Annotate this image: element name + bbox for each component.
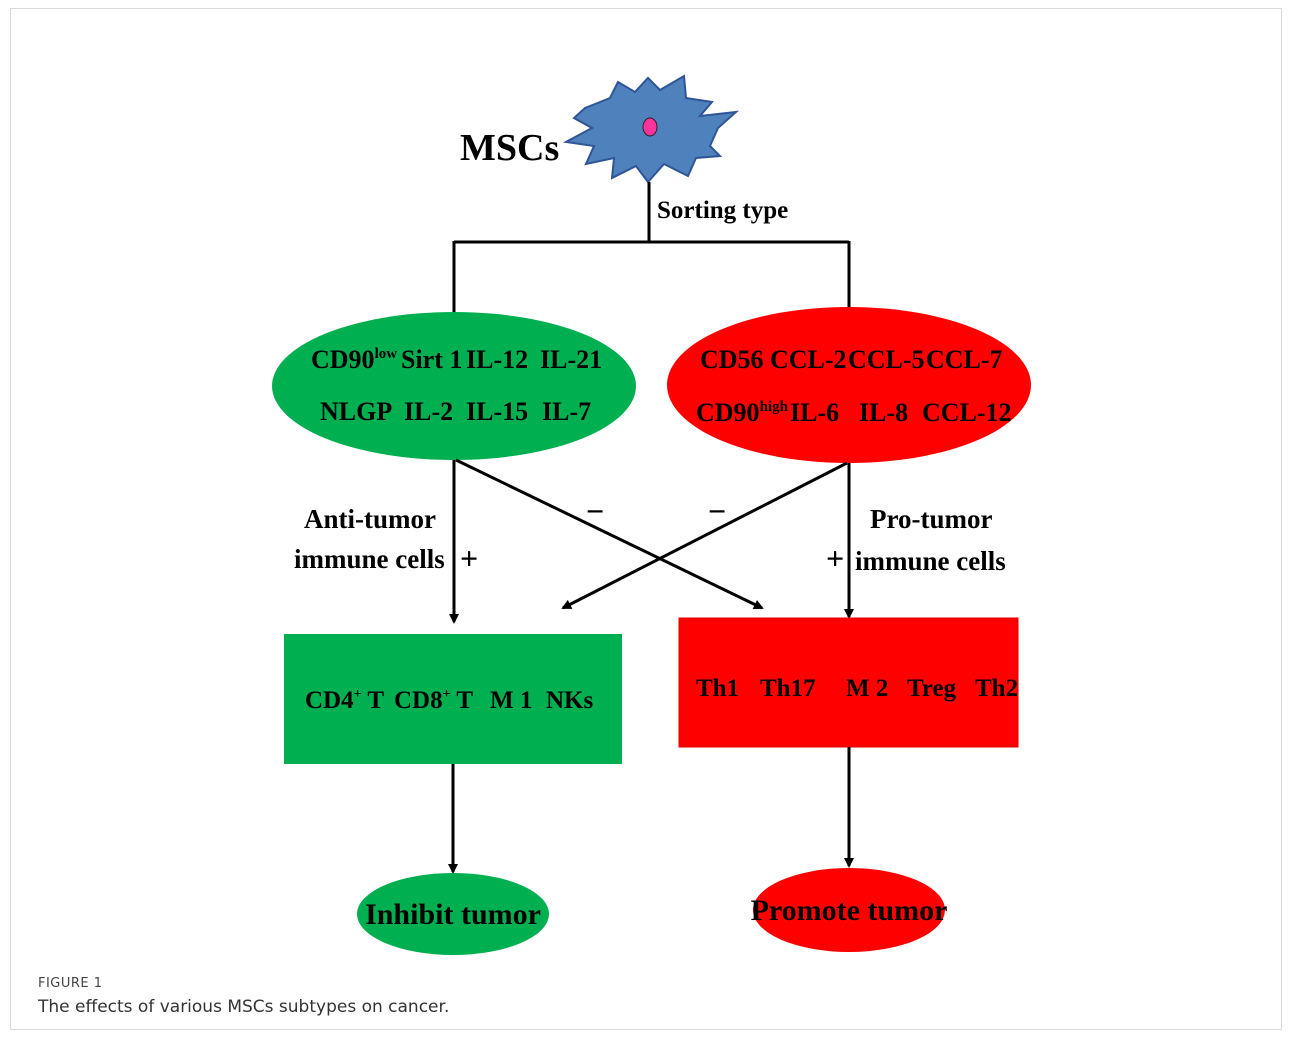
figure-caption: FIGURE 1 The effects of various MSCs sub… xyxy=(38,976,1238,1017)
marker-sirt1: Sirt 1 xyxy=(401,345,462,374)
marker-il2: IL-2 xyxy=(404,397,453,426)
minus-sign-right: − xyxy=(708,493,726,529)
marker-il15: IL-15 xyxy=(466,397,528,426)
marker-cd90-low: CD90low xyxy=(311,345,397,374)
sorting-type-label: Sorting type xyxy=(657,197,788,224)
marker-cd56: CD56 xyxy=(700,345,764,374)
marker-cd90-high: CD90high xyxy=(696,398,789,427)
marker-ccl5: CCL-5 xyxy=(848,345,925,374)
green-box xyxy=(284,634,622,764)
msc-title: MSCs xyxy=(460,127,559,169)
marker-il7: IL-7 xyxy=(542,397,591,426)
cell-th2: Th2 xyxy=(975,675,1018,702)
anti-tumor-label-line2: immune cells xyxy=(294,544,445,574)
red-box-cells: Th1 Th17 M 2 Treg Th2 xyxy=(696,675,1018,702)
marker-ccl12: CCL-12 xyxy=(922,398,1012,427)
cell-nks: NKs xyxy=(546,687,594,714)
marker-il6: IL-6 xyxy=(790,398,839,427)
plus-sign-left: + xyxy=(460,540,478,576)
cell-m2: M 2 xyxy=(846,675,888,702)
marker-nlgp: NLGP xyxy=(320,397,392,426)
cell-cd4-t: CD4+ T xyxy=(305,687,384,714)
anti-tumor-label-line1: Anti-tumor xyxy=(304,504,436,534)
pro-tumor-label-line2: immune cells xyxy=(855,546,1006,576)
green-box-cells: CD4+ T CD8+ T M 1 NKs xyxy=(305,687,594,714)
marker-ccl2: CCL-2 xyxy=(770,345,847,374)
cell-m1: M 1 xyxy=(490,687,532,714)
pro-tumor-label-line1: Pro-tumor xyxy=(870,504,992,534)
msc-diagram: MSCs Sorting type CD90low Sirt 1 IL-12 I… xyxy=(272,74,1031,955)
promote-tumor-label: Promote tumor xyxy=(751,894,948,927)
green-ellipse-markers: CD90low Sirt 1 IL-12 IL-21 NLGP IL-2 IL-… xyxy=(311,345,602,426)
arrow-green-to-red-box xyxy=(455,458,764,610)
cell-th17: Th17 xyxy=(760,675,816,702)
cell-cd8-t: CD8+ T xyxy=(394,687,473,714)
red-box xyxy=(678,617,1019,748)
cell-th1: Th1 xyxy=(696,675,739,702)
figure-caption-text: The effects of various MSCs subtypes on … xyxy=(38,997,450,1017)
red-ellipse xyxy=(667,307,1031,463)
sorting-connector xyxy=(452,182,851,312)
arrow-red-to-green-box xyxy=(561,461,848,610)
plus-sign-right: + xyxy=(826,540,844,576)
red-ellipse-markers: CD56 CCL-2 CCL-5 CCL-7 CD90high IL-6 IL-… xyxy=(696,345,1012,427)
marker-ccl7: CCL-7 xyxy=(926,345,1003,374)
effect-arrows xyxy=(449,458,854,624)
msc-cell-icon xyxy=(562,74,740,184)
promote-tumor-ellipse xyxy=(753,868,945,952)
figure-label: FIGURE 1 xyxy=(38,976,103,991)
marker-il8: IL-8 xyxy=(859,398,908,427)
marker-il12: IL-12 xyxy=(466,345,528,374)
inhibit-tumor-label: Inhibit tumor xyxy=(365,898,541,931)
cell-treg: Treg xyxy=(907,675,957,702)
green-ellipse xyxy=(272,312,636,460)
outcome-arrows xyxy=(448,747,854,874)
inhibit-tumor-ellipse xyxy=(357,873,549,955)
minus-sign-left: − xyxy=(586,493,604,529)
figure-frame xyxy=(10,8,1282,1030)
marker-il21: IL-21 xyxy=(540,345,602,374)
